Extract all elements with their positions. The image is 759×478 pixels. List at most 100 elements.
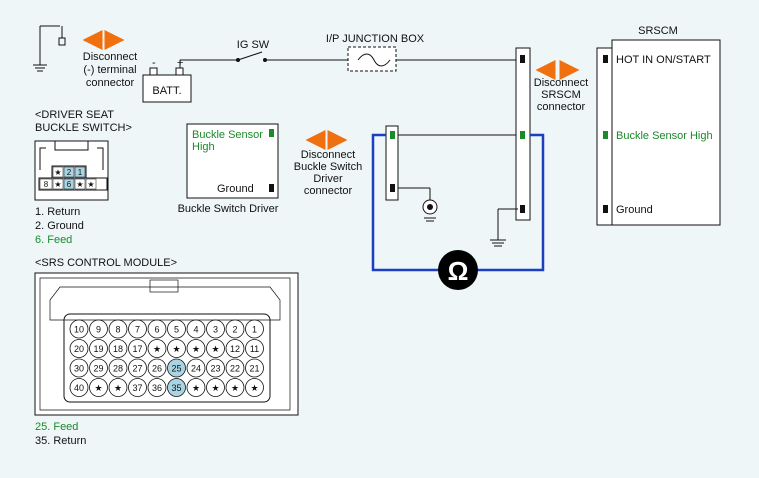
buckle-ground-label: Ground [217,183,254,195]
driver-disconnect-note-3: Driver [313,173,343,185]
srs-legend-1: 25. Feed [35,421,78,433]
driver-seat-title-2: BUCKLE SWITCH> [35,122,132,134]
srscm-disconnect-note-1: Disconnect [534,77,588,89]
srs-pin [147,378,167,397]
srs-pin [69,378,89,397]
srs-pin-label: 36 [152,383,162,393]
srs-pin [128,339,147,358]
srs-pin [225,358,245,378]
ohmmeter-icon: Ω [448,256,469,286]
srs-pin-label: ★ [192,344,200,354]
battery: - + BATT. [142,57,192,103]
srs-module-title: <SRS CONTROL MODULE> [35,257,177,269]
srs-pin-label: 22 [230,364,240,374]
srs-pin-label: 4 [193,325,198,335]
srs-pin-label: 40 [74,383,84,393]
srs-pin [147,339,167,358]
srs-pin-label: ★ [231,383,239,393]
srs-pin-label: 8 [115,325,120,335]
srs-pin-label: 35 [171,383,181,393]
srs-pin [128,378,147,397]
srs-pin-label: 24 [191,364,201,374]
srs-pin [186,339,206,358]
srs-pin-label: ★ [172,344,180,354]
srs-pin-label: 2 [232,325,237,335]
srs-pin [186,319,206,339]
junction-box-label: I/P JUNCTION BOX [326,33,425,45]
srs-pin-label: 10 [74,325,84,335]
srs-pin [108,378,128,397]
srs-pin [245,339,264,358]
srs-pin [167,319,186,339]
srs-pin [108,358,128,378]
srs-pin-label: 18 [113,344,123,354]
srs-pin [128,319,147,339]
srs-pin [245,378,264,397]
driver-pin-star: ★ [87,180,94,189]
driver-legend-2: 2. Ground [35,220,84,232]
srs-pin-label: ★ [211,383,219,393]
srs-pin [89,339,108,358]
srs-pin [225,319,245,339]
srscm-disconnect-note-2: SRSCM [541,89,581,101]
srs-pin-label: 23 [210,364,220,374]
srs-pin [89,378,108,397]
srscm-buckle-label: Buckle Sensor High [616,130,713,142]
junction-box [347,46,397,72]
srs-pin [167,378,186,397]
buckle-sensor-high-1: Buckle Sensor [192,129,263,141]
srs-pin-label: 7 [135,325,140,335]
driver-legend-3: 6. Feed [35,234,72,246]
srs-pin [108,319,128,339]
srscm-hot-label: HOT IN ON/START [616,54,711,66]
buckle-sensor-high-2: High [192,141,215,153]
body-ground-symbol [422,199,438,222]
driver-pin-star: ★ [76,180,83,189]
driver-pin-1: 1 [78,168,83,177]
srs-pin [128,358,147,378]
srscm-harness-connector [490,47,531,247]
srs-pin-label: 17 [132,344,142,354]
srs-pin-label: ★ [114,383,122,393]
srscm-module [596,39,721,226]
srs-pin-label: 6 [154,325,159,335]
srs-pin-label: 37 [132,383,142,393]
srs-pin [225,339,245,358]
srs-pin [89,319,108,339]
srs-pin-label: 28 [113,364,123,374]
battery-disconnect-note-1: Disconnect [83,51,137,63]
srs-pin-label: 9 [96,325,101,335]
srs-pin [245,358,264,378]
driver-pin-2: 2 [67,168,72,177]
srs-pin-label: 21 [249,364,259,374]
srscm-ground-label: Ground [616,204,653,216]
driver-disconnect-note-1: Disconnect [301,149,355,161]
srs-pin [186,378,206,397]
driver-seat-title-1: <DRIVER SEAT [35,109,114,121]
buckle-switch-driver-box [186,123,279,199]
harness-connector [385,125,518,201]
srs-pin [108,339,128,358]
ig-switch-label: IG SW [237,39,270,51]
srs-pin-label: 27 [132,364,142,374]
buckle-switch-driver-label: Buckle Switch Driver [178,203,279,215]
srs-pin-label: ★ [192,383,200,393]
srs-pin-label: 1 [252,325,257,335]
srs-pin-label: 19 [93,344,103,354]
driver-disconnect-note-4: connector [304,185,353,197]
battery-label: BATT. [152,85,181,97]
srs-pin [186,358,206,378]
driver-legend-1: 1. Return [35,206,80,218]
srs-pin-label: 11 [250,344,259,354]
srs-pin [167,358,186,378]
srs-pin [69,319,89,339]
srs-pin [147,358,167,378]
srs-pin-label: 20 [74,344,84,354]
srs-pin [167,339,186,358]
srs-pin-label: 26 [152,364,162,374]
srs-pin [69,358,89,378]
srs-pin-label: ★ [153,344,161,354]
